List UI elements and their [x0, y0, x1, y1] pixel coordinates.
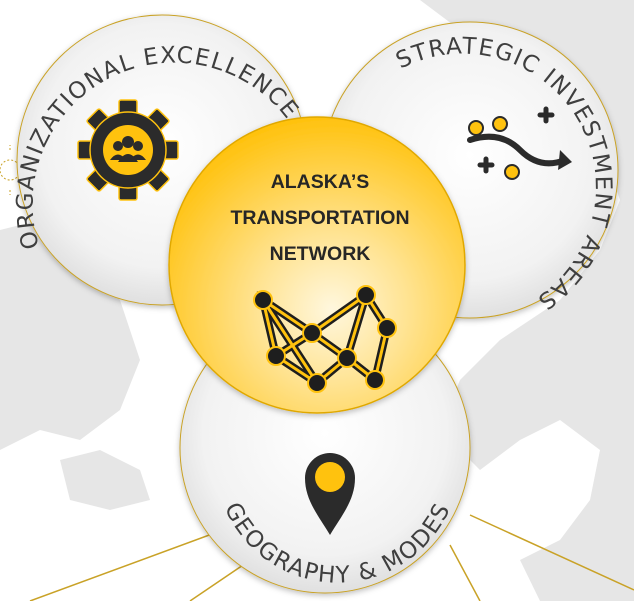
map-pin-icon	[305, 453, 355, 535]
center-title-line-2: TRANSPORTATION	[230, 207, 409, 229]
center-circle	[168, 116, 466, 414]
gear-team-icon	[77, 99, 179, 201]
center-title: ALASKA’S TRANSPORTATION NETWORK	[230, 171, 409, 265]
strategy-play-icon	[467, 106, 572, 180]
center-title-line-3: NETWORK	[270, 243, 371, 265]
network-graph-icon	[253, 285, 397, 393]
center-title-line-1: ALASKA’S	[271, 171, 370, 193]
